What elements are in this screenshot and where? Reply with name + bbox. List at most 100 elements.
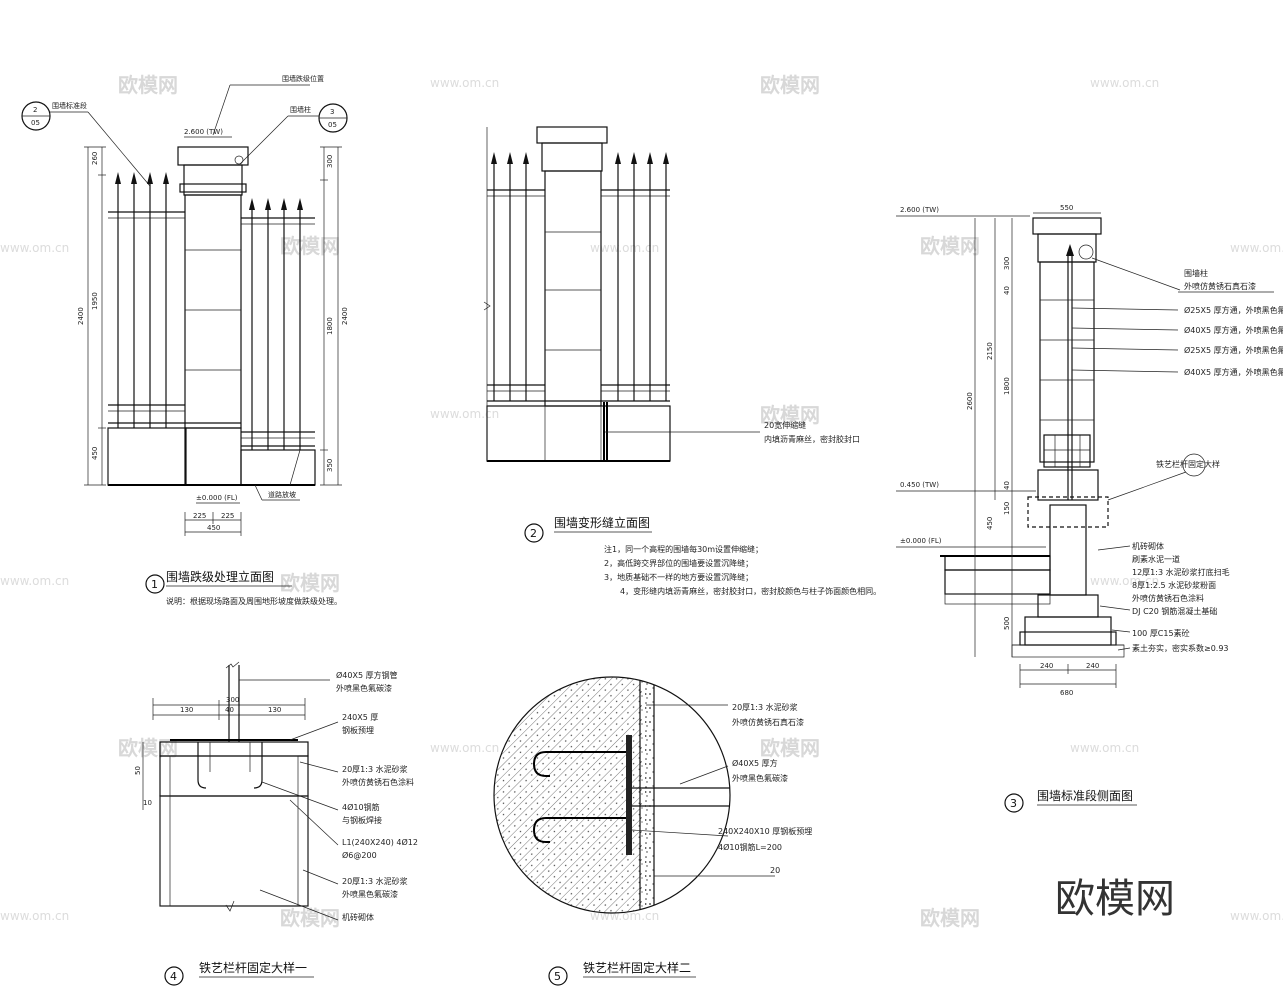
drawing-title: 铁艺栏杆固定大样二: [583, 960, 691, 975]
picket-spear: [163, 172, 169, 184]
svg-text:4Ø10钢筋L=200: 4Ø10钢筋L=200: [718, 842, 782, 852]
drawing-number-circle: [1004, 793, 1024, 813]
svg-text:05: 05: [328, 121, 337, 129]
svg-text:Ø6@200: Ø6@200: [342, 850, 377, 860]
svg-text:350: 350: [326, 459, 334, 472]
drawing-3-side-section: 2.600 (TW) 0.450 (TW) ±0.000 (FL) 550: [896, 204, 1283, 813]
elev-ground: ±0.000 (FL): [196, 494, 238, 502]
svg-text:2600: 2600: [966, 392, 974, 410]
svg-text:2400: 2400: [77, 307, 85, 325]
drawing-title: 围墙变形缝立面图: [554, 515, 650, 530]
label-step-position: 围墙跌级位置: [282, 74, 324, 83]
svg-text:150: 150: [1003, 502, 1011, 515]
svg-text:05: 05: [31, 119, 40, 127]
watermark-brand: 欧模网: [760, 403, 820, 427]
svg-text:40: 40: [1003, 481, 1011, 490]
svg-text:与钢板焊接: 与钢板焊接: [342, 815, 382, 825]
svg-text:2: 2: [33, 106, 37, 114]
svg-text:Ø40X5 厚方通，外喷黑色氟碳漆: Ø40X5 厚方通，外喷黑色氟碳漆: [1184, 367, 1283, 377]
picket-spear: [615, 152, 621, 164]
svg-text:300: 300: [1003, 257, 1011, 270]
svg-text:260: 260: [91, 152, 99, 165]
svg-text:Ø40X5 厚方: Ø40X5 厚方: [732, 758, 778, 768]
svg-text:500: 500: [1003, 617, 1011, 630]
picket-spear: [115, 172, 121, 184]
svg-text:铁艺栏杆固定大样: 铁艺栏杆固定大样: [1156, 459, 1220, 469]
svg-text:225: 225: [193, 512, 206, 520]
svg-text:50: 50: [134, 766, 142, 775]
svg-text:225: 225: [221, 512, 234, 520]
label-section: 围墙标准段: [52, 101, 87, 110]
watermark-site: www.om.cn: [590, 241, 659, 255]
watermark-site: www.om.cn: [430, 407, 499, 421]
elev-mid: 0.450 (TW): [900, 481, 939, 489]
picket-spear: [631, 152, 637, 164]
drawing-number-circle: [145, 574, 165, 594]
drawing-note: 说明：根据现场路面及周围地形坡度做跌级处理。: [166, 596, 342, 606]
svg-text:2150: 2150: [986, 342, 994, 360]
svg-text:130: 130: [180, 706, 193, 714]
picket-spear: [265, 198, 271, 210]
svg-text:外喷黑色氟碳漆: 外喷黑色氟碳漆: [336, 683, 392, 693]
section-labels: 围墙柱 外喷仿黄锈石真石漆 Ø25X5 厚方通，外喷黑色氟碳漆 Ø40X5 厚方…: [1071, 257, 1283, 653]
svg-text:外喷仿黄锈石真石漆: 外喷仿黄锈石真石漆: [732, 717, 804, 727]
picket-spear: [523, 152, 529, 164]
joint-label-1: 20宽伸缩缝: [764, 420, 806, 430]
watermark-site: www.om.cn: [0, 909, 69, 923]
watermark-layer: 欧模网 欧模网 欧模网 欧模网 欧模网 欧模网 欧模网 欧模网 欧模网 欧模网 …: [0, 73, 1283, 930]
watermark-site: www.om.cn: [1230, 241, 1283, 255]
watermark-brand: 欧模网: [280, 571, 340, 595]
svg-text:300: 300: [226, 696, 239, 704]
watermark-site: www.om.cn: [1070, 741, 1139, 755]
watermark-brand: 欧模网: [760, 73, 820, 97]
drawing-number-circle: [164, 966, 184, 986]
svg-text:3: 3: [330, 108, 334, 116]
watermark-brand: 欧模网: [118, 73, 178, 97]
note-2: 2，高低跨交界部位的围墙要设置沉降缝；: [604, 558, 753, 568]
drawing-title: 围墙标准段侧面图: [1037, 788, 1133, 803]
svg-text:钢板预埋: 钢板预埋: [342, 725, 374, 735]
drawing-4-detail-one: 300 130 40 130 50 10 Ø40X5 厚方钢管 外喷黑色氟碳漆 …: [134, 661, 418, 986]
svg-text:680: 680: [1060, 689, 1073, 697]
label-road: 道路放坡: [268, 490, 296, 499]
drawing-title: 围墙跌级处理立面图: [166, 569, 274, 584]
svg-text:素土夯实，密实系数≥0.93: 素土夯实，密实系数≥0.93: [1132, 643, 1229, 653]
svg-text:1: 1: [151, 578, 158, 591]
watermark-site: www.om.cn: [1090, 574, 1159, 588]
svg-text:40: 40: [1003, 286, 1011, 295]
svg-text:外喷仿黄锈石色涂料: 外喷仿黄锈石色涂料: [342, 777, 414, 787]
picket-spear: [297, 198, 303, 210]
fence-left: [108, 172, 185, 428]
drawing-number-circle: [524, 523, 544, 543]
svg-text:5: 5: [554, 970, 561, 983]
svg-text:刷素水泥一道: 刷素水泥一道: [1132, 554, 1180, 564]
svg-text:240: 240: [1086, 662, 1099, 670]
detail-one-labels: Ø40X5 厚方钢管 外喷黑色氟碳漆 240X5 厚 钢板预埋 20厚1:3 水…: [239, 670, 418, 922]
svg-text:L1(240X240) 4Ø12: L1(240X240) 4Ø12: [342, 837, 418, 847]
note-3: 3，地质基础不一样的地方要设置沉降缝；: [604, 572, 753, 582]
svg-text:130: 130: [268, 706, 281, 714]
watermark-site: www.om.cn: [0, 574, 69, 588]
svg-text:Ø25X5 厚方通，外喷黑色氟碳漆: Ø25X5 厚方通，外喷黑色氟碳漆: [1184, 345, 1283, 355]
site-logo: 欧模网: [1055, 876, 1175, 922]
detail-two-labels: 20厚1:3 水泥砂浆 外喷仿黄锈石真石漆 Ø40X5 厚方 外喷黑色氟碳漆 2…: [631, 702, 812, 877]
elev-ground: ±0.000 (FL): [900, 537, 942, 545]
svg-text:12厚1:3 水泥砂浆打底扫毛: 12厚1:3 水泥砂浆打底扫毛: [1132, 567, 1230, 577]
svg-text:20厚1:3 水泥砂浆: 20厚1:3 水泥砂浆: [342, 764, 408, 774]
svg-text:1800: 1800: [1003, 377, 1011, 395]
svg-text:10: 10: [143, 799, 152, 807]
watermark-brand: 欧模网: [760, 736, 820, 760]
label-post: 围墙柱: [290, 105, 311, 114]
svg-text:Ø40X5 厚方通，外喷黑色氟碳漆: Ø40X5 厚方通，外喷黑色氟碳漆: [1184, 325, 1283, 335]
svg-text:4Ø10钢筋: 4Ø10钢筋: [342, 802, 380, 812]
drawing-2-joint-elevation: 20宽伸缩缝 内填沥青麻丝，密封胶封口 2 围墙变形缝立面图 注1，同一个高程的…: [483, 126, 881, 596]
watermark-brand: 欧模网: [280, 234, 340, 258]
svg-text:1950: 1950: [91, 292, 99, 310]
watermark-brand: 欧模网: [280, 906, 340, 930]
svg-text:外喷仿黄锈石真石漆: 外喷仿黄锈石真石漆: [1184, 281, 1256, 291]
drawing-1-step-elevation: 2 05 围墙标准段 3 05 围墙柱 围墙跌级位置 2.600 (TW): [21, 74, 349, 606]
watermark-site: www.om.cn: [0, 241, 69, 255]
watermark-site: www.om.cn: [1230, 909, 1283, 923]
picket-spear: [281, 198, 287, 210]
